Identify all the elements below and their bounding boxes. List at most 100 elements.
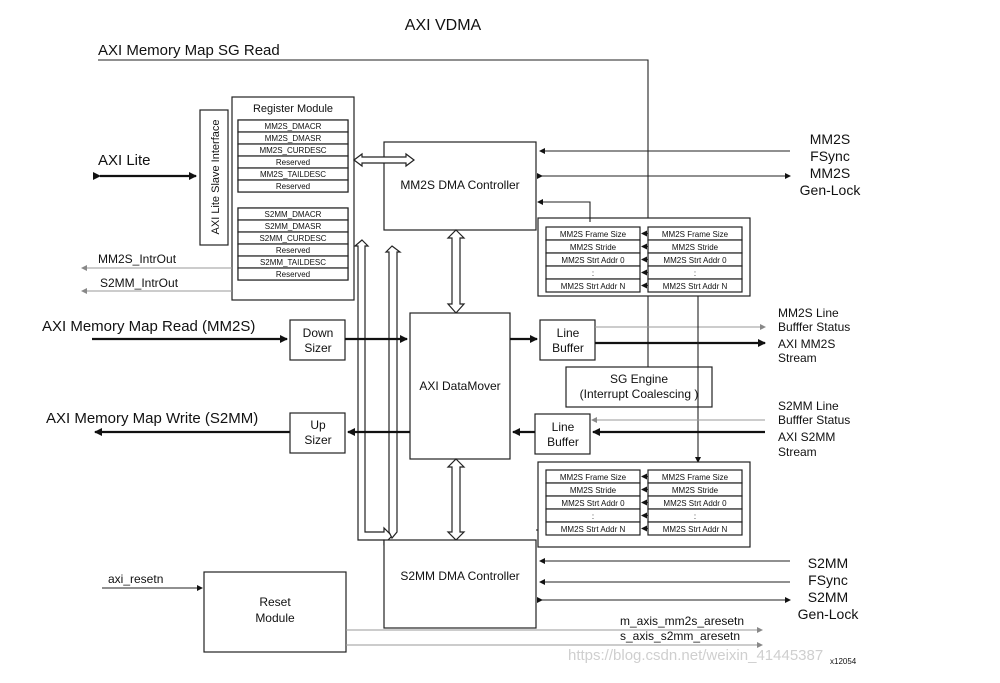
register-name: MM2S_DMACR: [265, 122, 322, 131]
frame-register-label: MM2S Frame Size: [662, 473, 729, 482]
frame-register-label: MM2S Strt Addr N: [561, 525, 626, 534]
up-sizer-label-0: Up: [310, 418, 326, 432]
frame-register-label: MM2S Strt Addr 0: [663, 256, 727, 265]
register-row: [237, 179, 349, 193]
mm-write-label: AXI Memory Map Write (S2MM): [46, 410, 258, 427]
down-sizer-label-0: Down: [303, 326, 334, 340]
s2mm-to-datamover-dbl-arrow: [446, 458, 466, 541]
mm2s-line-status-1: Bufffer Status: [778, 320, 850, 334]
line-buffer-top-label-1: Buffer: [552, 341, 584, 355]
s2mm-introut-label: S2MM_IntrOut: [100, 276, 179, 290]
sg-read-label: AXI Memory Map SG Read: [98, 42, 280, 59]
s-axis-resetn-label: s_axis_s2mm_aresetn: [620, 629, 740, 643]
s2mm-dma-controller: S2MM DMA Controller: [383, 539, 537, 629]
frame-register-label: MM2S Frame Size: [560, 473, 627, 482]
frame-register-cell: [545, 278, 641, 293]
mm2s-dma-label: MM2S DMA Controller: [400, 178, 519, 192]
axi-mm2s-stream-0: AXI MM2S: [778, 337, 835, 351]
register-module-title: Register Module: [253, 103, 333, 115]
register-name: S2MM_TAILDESC: [260, 258, 326, 267]
register-name: MM2S_TAILDESC: [260, 170, 326, 179]
register-name: Reserved: [276, 182, 310, 191]
s2mm-fsync-label-3: Gen-Lock: [798, 606, 860, 622]
s2mm-fsync-label-2: S2MM: [808, 589, 848, 605]
line-buffer-top-label-0: Line: [557, 326, 580, 340]
axi-s2mm-stream-1: Stream: [778, 445, 817, 459]
diagram-title: AXI VDMA: [405, 17, 482, 34]
register-name: Reserved: [276, 158, 310, 167]
reg-to-s2mm-dbl-arrow: [353, 239, 393, 546]
figure-id: x12054: [830, 657, 857, 666]
frame-register-label: :: [592, 269, 594, 278]
frame-register-label: MM2S Strt Addr 0: [663, 499, 727, 508]
mm2s-to-datamover-dbl-arrow: [446, 229, 466, 314]
reset-module-label-1: Module: [255, 611, 295, 625]
line-buffer-bottom-label-0: Line: [552, 420, 575, 434]
frame-register-label: MM2S Strt Addr N: [561, 282, 626, 291]
reset-module: Reset Module: [203, 571, 347, 653]
frame-register-label: :: [694, 512, 696, 521]
frame-register-label: MM2S Stride: [570, 486, 617, 495]
s2mm-register-list: S2MM_DMACR S2MM_DMASR S2MM_CURDESC Reserved…: [237, 207, 349, 281]
frame-register-label: MM2S Strt Addr 0: [561, 499, 625, 508]
down-sizer-label-1: Sizer: [304, 341, 331, 355]
register-row: [237, 267, 349, 281]
m-axis-resetn-label: m_axis_mm2s_aresetn: [620, 614, 744, 628]
up-sizer-label-1: Sizer: [304, 433, 331, 447]
mm2s-fsync-label-0: MM2S: [810, 131, 850, 147]
up-sizer: Up Sizer: [289, 412, 346, 454]
mm2s-line-status-0: MM2S Line: [778, 306, 839, 320]
axi-resetn-label: axi_resetn: [108, 572, 163, 586]
register-module: Register Module MM2S_DMACRMM2S_DMASRMM2S…: [231, 96, 355, 301]
frame-register-label: MM2S Stride: [672, 486, 719, 495]
slave-interface-label: AXI Lite Slave Interface: [210, 120, 222, 235]
line-buffer-top: Line Buffer: [539, 319, 596, 361]
s2mm-line-status-1: Bufffer Status: [778, 413, 850, 427]
sg-engine: SG Engine (Interrupt Coalescing ): [565, 366, 713, 408]
register-name: Reserved: [276, 270, 310, 279]
s2mm-fsync-label-0: S2MM: [808, 555, 848, 571]
frame-register-label: MM2S Frame Size: [662, 230, 729, 239]
frame-top-feedback: [537, 199, 591, 222]
reset-module-label-0: Reset: [259, 595, 291, 609]
line-buffer-bottom-label-1: Buffer: [547, 435, 579, 449]
reg-to-mm2s-dbl-arrow: [353, 152, 415, 168]
register-name: MM2S_CURDESC: [259, 146, 326, 155]
s2mm-fsync-label-1: FSync: [808, 572, 848, 588]
frame-register-label: :: [694, 269, 696, 278]
frame-register-label: MM2S Strt Addr N: [663, 525, 728, 534]
frame-register-label: MM2S Strt Addr 0: [561, 256, 625, 265]
mm2s-fsync-label-3: Gen-Lock: [800, 182, 862, 198]
axi-s2mm-stream-0: AXI S2MM: [778, 430, 835, 444]
sg-engine-label-0: SG Engine: [610, 372, 668, 386]
register-name: S2MM_DMASR: [265, 222, 322, 231]
frame-register-label: MM2S Frame Size: [560, 230, 627, 239]
mm2s-register-list: MM2S_DMACR MM2S_DMASR MM2S_CURDESC Reserved…: [237, 119, 349, 193]
s2mm-dma-label: S2MM DMA Controller: [400, 569, 519, 583]
axi-mm2s-stream-1: Stream: [778, 351, 817, 365]
line-buffer-bottom: Line Buffer: [534, 413, 591, 455]
watermark: https://blog.csdn.net/weixin_41445387: [568, 647, 823, 664]
frame-register-label: MM2S Strt Addr N: [663, 282, 728, 291]
mm2s-fsync-label-1: FSync: [810, 148, 850, 164]
datamover-label: AXI DataMover: [419, 379, 500, 393]
frame-register-cell: [545, 521, 641, 536]
axi-datamover: AXI DataMover: [409, 312, 511, 460]
axi-lite-slave-interface: AXI Lite Slave Interface: [199, 109, 229, 246]
register-name: Reserved: [276, 246, 310, 255]
mm2s-fsync-label-2: MM2S: [810, 165, 850, 181]
frame-register-label: :: [592, 512, 594, 521]
register-name: S2MM_CURDESC: [259, 234, 326, 243]
bus-branch-arrow: [384, 245, 402, 540]
mm-read-label: AXI Memory Map Read (MM2S): [42, 318, 255, 335]
register-name: MM2S_DMASR: [265, 134, 322, 143]
frame-register-label: MM2S Stride: [570, 243, 617, 252]
register-name: S2MM_DMACR: [265, 210, 322, 219]
frame-register-label: MM2S Stride: [672, 243, 719, 252]
axi-lite-label: AXI Lite: [98, 152, 151, 169]
